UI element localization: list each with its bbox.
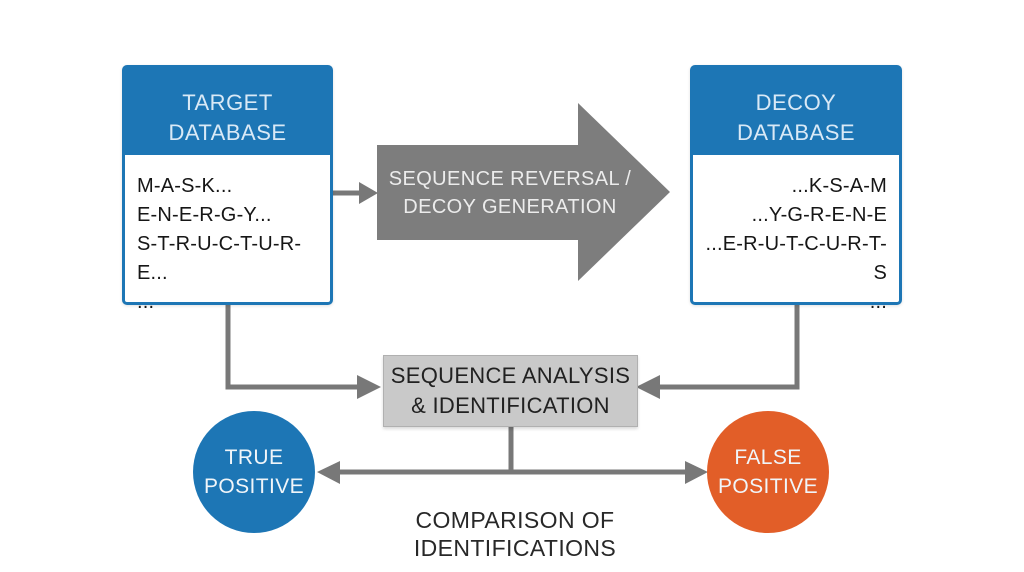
decoy-database-box: DECOY DATABASE ...K-S-A-M ...Y-G-R-E-N-E… [690,65,902,313]
sequence-line: ...K-S-A-M [791,175,887,197]
arrowhead-right-icon [359,182,378,204]
comparison-caption: COMPARISON OF IDENTIFICATIONS [413,507,617,561]
arrowhead-right-icon [685,461,708,484]
sequence-line: ... [869,291,887,313]
target-database-title-line2: DATABASE [168,120,287,145]
sequence-line: ... [137,291,155,313]
process-arrow-label-line2: DECOY GENERATION [403,195,617,218]
process-arrow-label: SEQUENCE REVERSAL / DECOY GENERATION [377,145,643,240]
target-database-sequences: M-A-S-K... E-N-E-R-G-Y... S-T-R-U-C-T-U-… [125,155,330,317]
arrowhead-left-icon [636,375,660,399]
process-arrow-label-line1: SEQUENCE REVERSAL / [388,167,632,190]
decoy-database-title-line2: DATABASE [736,120,856,145]
target-database-title-line1: TARGET [182,90,273,115]
true-positive-label-line1: TRUE [224,446,284,469]
false-positive-circle: FALSE POSITIVE [707,411,829,533]
true-positive-label-line2: POSITIVE [203,475,305,498]
decoy-database-sequences: ...K-S-A-M ...Y-G-R-E-N-E ...E-R-U-T-C-U… [693,155,899,317]
sequence-line: ...E-R-U-T-C-U-R-T-S [705,233,887,284]
process-arrow-shape [377,103,670,281]
target-to-analysis-connector [225,304,381,399]
sequence-line: ...Y-G-R-E-N-E [751,204,887,226]
target-database-box: TARGET DATABASE M-A-S-K... E-N-E-R-G-Y..… [122,65,333,313]
arrowhead-left-icon [317,461,340,484]
analysis-box-label-line1: SEQUENCE ANALYSIS [390,363,631,388]
arrowhead-right-icon [357,375,381,399]
false-positive-label-line2: POSITIVE [717,475,819,498]
true-positive-circle: TRUE POSITIVE [193,411,315,533]
decoy-database-header: DECOY DATABASE [693,68,899,155]
analysis-box-label-line2: & IDENTIFICATION [411,393,610,418]
analysis-box: SEQUENCE ANALYSIS & IDENTIFICATION [383,355,638,427]
target-database-header: TARGET DATABASE [125,68,330,155]
false-positive-label-line1: FALSE [734,446,802,469]
target-to-process-connector [333,182,378,204]
sequence-line: E-N-E-R-G-Y... [137,204,272,226]
decoy-to-analysis-connector [636,304,800,399]
analysis-to-comparison-connector [317,427,708,484]
sequence-line: S-T-R-U-C-T-U-R-E... [137,233,302,284]
sequence-line: M-A-S-K... [137,175,233,197]
decoy-database-title-line1: DECOY [755,90,837,115]
